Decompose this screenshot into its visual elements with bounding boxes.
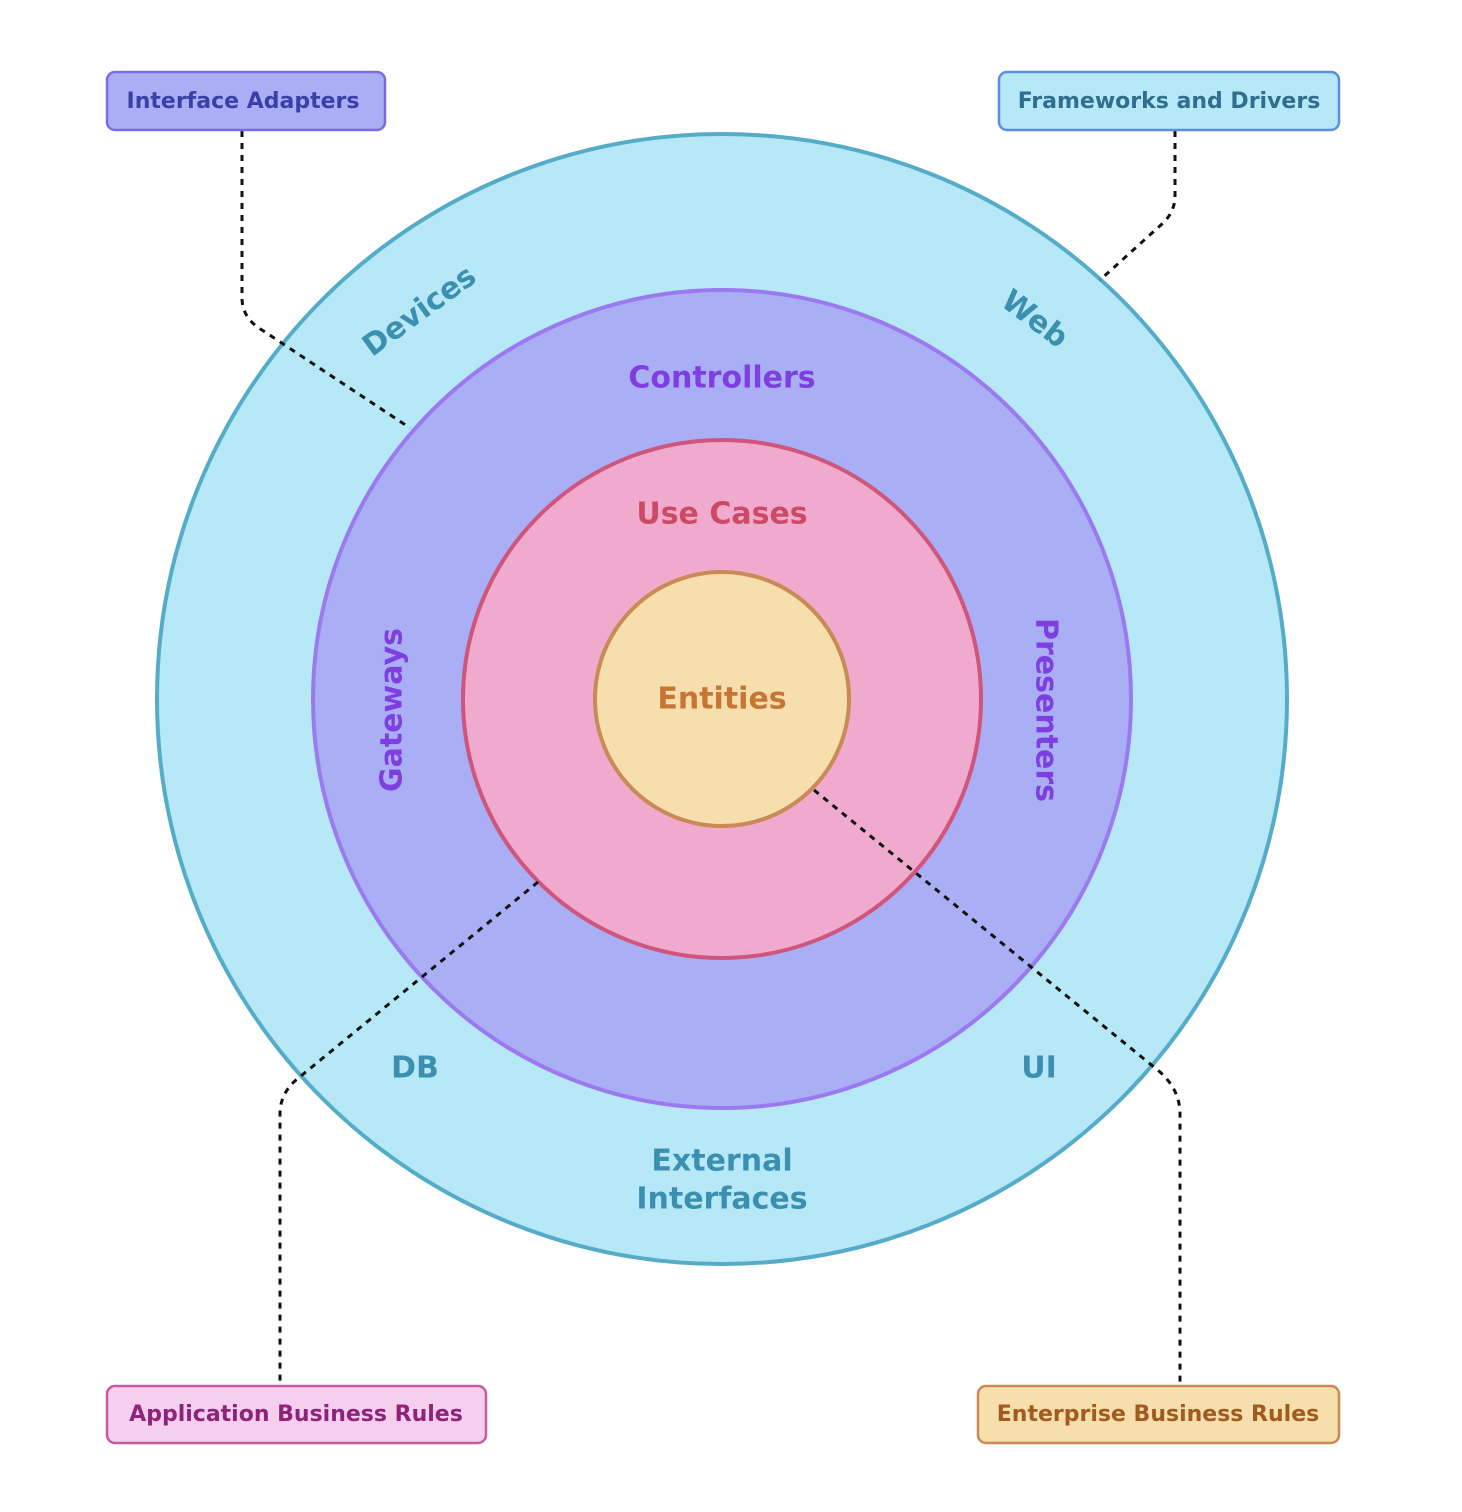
db-label: DB: [391, 1051, 439, 1086]
entities-label: Entities: [657, 682, 786, 717]
connector-enterprise-business-rules: [813, 788, 1182, 1386]
connector-frameworks-and-drivers: [1098, 131, 1177, 282]
connector-application-business-rules: [278, 880, 539, 1386]
legend-application-business-rules: Application Business Rules: [105, 1384, 488, 1445]
legend-interface-adapters-label: Interface Adapters: [127, 89, 360, 114]
entities-circle: [593, 570, 851, 828]
controllers-label: Controllers: [628, 361, 815, 396]
ui-label: UI: [1021, 1051, 1057, 1086]
use-cases-label: Use Cases: [636, 497, 807, 532]
legend-enterprise-business-rules: Enterprise Business Rules: [976, 1384, 1341, 1445]
external-interfaces-label-line1: External: [651, 1144, 792, 1179]
legend-interface-adapters: Interface Adapters: [105, 70, 387, 132]
external-interfaces-label-line2: Interfaces: [636, 1182, 807, 1217]
legend-frameworks-and-drivers: Frameworks and Drivers: [997, 70, 1341, 132]
legend-application-business-rules-label: Application Business Rules: [129, 1402, 463, 1427]
presenters-label: Presenters: [1029, 618, 1064, 802]
gateways-label: Gateways: [375, 628, 410, 792]
legend-frameworks-and-drivers-label: Frameworks and Drivers: [1018, 89, 1321, 114]
legend-enterprise-business-rules-label: Enterprise Business Rules: [997, 1402, 1319, 1427]
connector-interface-adapters: [240, 131, 411, 430]
